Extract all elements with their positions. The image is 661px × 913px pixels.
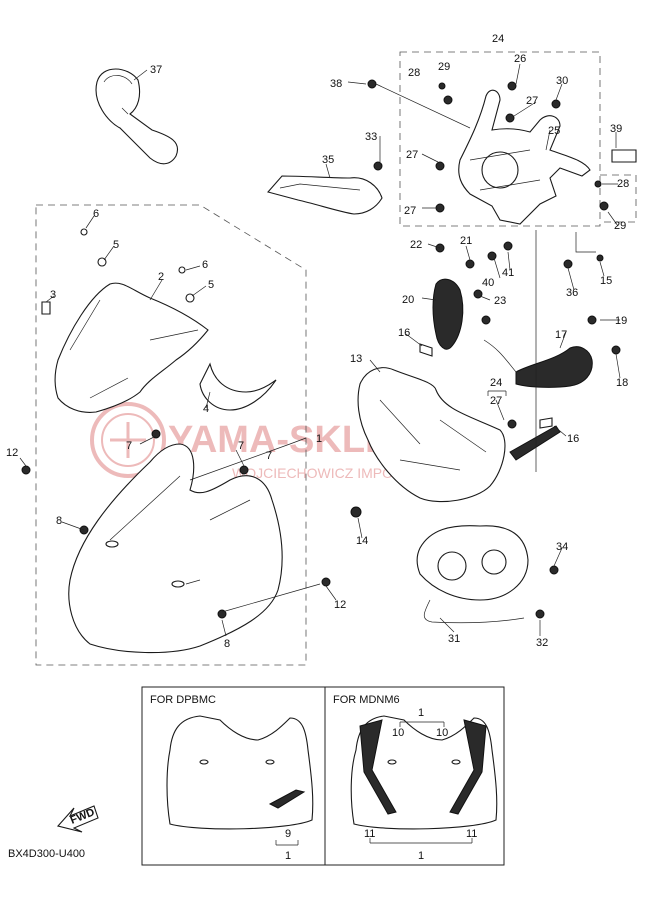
label-29a: 29	[438, 61, 450, 73]
label-38: 38	[330, 78, 342, 90]
mdnm6-label-10b: 10	[436, 727, 448, 739]
windscreen-part	[54, 282, 209, 413]
label-8a: 8	[56, 515, 62, 527]
bracket-group-box	[399, 51, 601, 227]
label-28b: 28	[617, 178, 629, 190]
label-21: 21	[460, 235, 472, 247]
label-27c: 27	[404, 205, 416, 217]
part-labels: 37 35 6 5 2 6 5 3 4 7 1 7 7 12 8 12 8 24…	[6, 33, 629, 650]
inner-panel-part	[199, 362, 277, 411]
label-6b: 6	[202, 259, 208, 271]
diagram-code: BX4D300-U400	[8, 848, 85, 860]
mdnm6-label-10a: 10	[392, 727, 404, 739]
label-31: 31	[448, 633, 460, 645]
label-16b: 16	[567, 433, 579, 445]
fwd-arrow-icon: FWD	[56, 805, 99, 833]
label-28a: 28	[408, 67, 420, 79]
label-5a: 5	[113, 239, 119, 251]
mdnm6-label-11b: 11	[466, 828, 477, 840]
dpbmc-label-9: 9	[285, 828, 291, 840]
label-2: 2	[158, 271, 164, 283]
label-3: 3	[50, 289, 56, 301]
label-26: 26	[514, 53, 526, 65]
mdnm6-label-1-top: 1	[418, 707, 424, 719]
label-23: 23	[494, 295, 506, 307]
label-27b: 27	[406, 149, 418, 161]
headlight-unit-part	[416, 525, 529, 624]
label-30: 30	[556, 75, 568, 87]
mdnm6-label-1-bottom: 1	[418, 850, 424, 862]
label-8b: 8	[224, 638, 230, 650]
label-25: 25	[548, 125, 560, 137]
leader-lines	[19, 63, 621, 637]
variant-mdnm6-title: FOR MDNM6	[333, 694, 400, 706]
mdnm6-label-11a: 11	[364, 828, 375, 840]
label-4: 4	[203, 403, 209, 415]
variant-dpbmc-title: FOR DPBMC	[150, 694, 216, 706]
label-32: 32	[536, 637, 548, 649]
fasteners	[21, 79, 637, 619]
label-37: 37	[150, 64, 162, 76]
label-1: 1	[316, 433, 322, 445]
label-24a: 24	[492, 33, 504, 45]
label-18: 18	[616, 377, 628, 389]
label-24b: 24	[490, 377, 502, 389]
upper-bracket-part	[458, 89, 591, 225]
label-6a: 6	[93, 208, 99, 220]
label-40: 40	[482, 277, 494, 289]
label-34: 34	[556, 541, 568, 553]
label-17: 17	[555, 329, 567, 341]
headlight-housing-part	[357, 367, 561, 503]
label-35: 35	[322, 154, 334, 166]
front-cowl-part	[68, 443, 283, 654]
label-14: 14	[356, 535, 368, 547]
label-27a: 27	[526, 95, 538, 107]
variant-box: FOR DPBMC FOR MDNM6 9 1 1 10 10 11 11 1	[141, 686, 505, 866]
label-27d: 27	[490, 395, 502, 407]
label-13: 13	[350, 353, 362, 365]
bracket-sub-box	[600, 174, 637, 223]
fairing-group-box	[35, 204, 307, 666]
label-15: 15	[600, 275, 612, 287]
label-19: 19	[615, 315, 627, 327]
position-light-part	[432, 278, 464, 350]
label-22: 22	[410, 239, 422, 251]
label-39: 39	[610, 123, 622, 135]
label-29b: 29	[614, 220, 626, 232]
label-16a: 16	[398, 327, 410, 339]
side-bracket-part	[483, 339, 593, 388]
label-12b: 12	[334, 599, 346, 611]
side-cover-part	[267, 175, 383, 215]
label-5b: 5	[208, 279, 214, 291]
label-7c: 7	[266, 450, 272, 462]
dpbmc-label-1: 1	[285, 850, 291, 862]
label-36: 36	[566, 287, 578, 299]
label-20: 20	[402, 294, 414, 306]
label-7b: 7	[238, 440, 244, 452]
label-33: 33	[365, 131, 377, 143]
mirror-part	[95, 68, 178, 165]
label-12a: 12	[6, 447, 18, 459]
label-7a: 7	[126, 440, 132, 452]
label-41: 41	[502, 267, 514, 279]
